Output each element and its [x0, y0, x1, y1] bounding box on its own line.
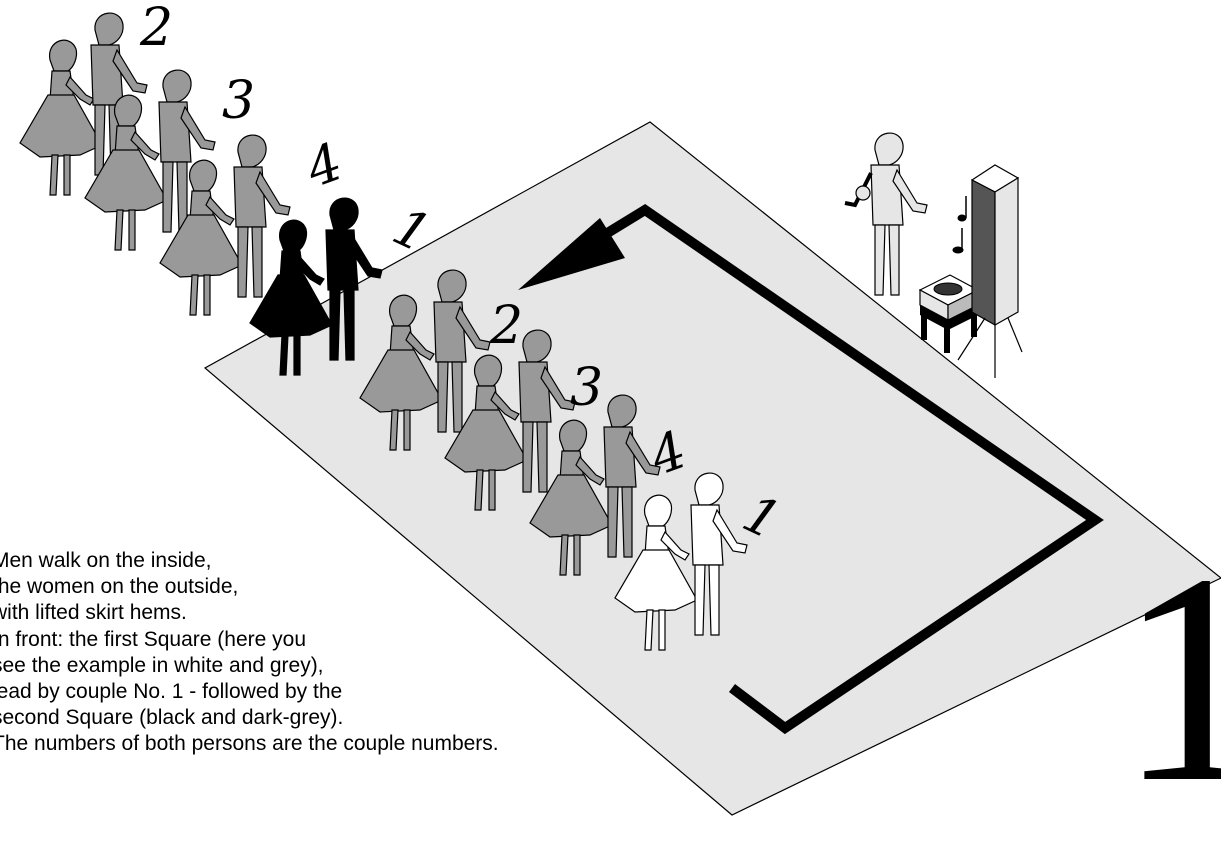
front-couple-number-2: 2 [490, 300, 523, 352]
caption-line: second Square (black and dark-grey). [0, 705, 772, 731]
speaker-tower [958, 165, 1022, 378]
step-number: 1 [1118, 548, 1221, 808]
caller-figure [845, 133, 927, 295]
record-player [920, 275, 978, 353]
caption-line: The numbers of both persons are the coup… [0, 731, 772, 757]
back-couple-number-2: 2 [140, 2, 173, 54]
caption-line: In front: the first Square (here you [0, 627, 772, 653]
caption-line: Men walk on the inside, [0, 548, 772, 574]
caption-line: lead by couple No. 1 - followed by the [0, 679, 772, 705]
front-couple-number-3: 3 [570, 362, 603, 414]
caption-line: with lifted skirt hems. [0, 600, 772, 626]
caption-line: the women on the outside, [0, 574, 772, 600]
back-couple-number-3: 3 [222, 75, 255, 127]
music-note-icon [953, 196, 966, 253]
microphone-icon [856, 186, 870, 200]
caption-line: see the example in white and grey), [0, 653, 772, 679]
instruction-caption: Men walk on the inside, the women on the… [0, 548, 772, 758]
record-icon [934, 283, 962, 295]
